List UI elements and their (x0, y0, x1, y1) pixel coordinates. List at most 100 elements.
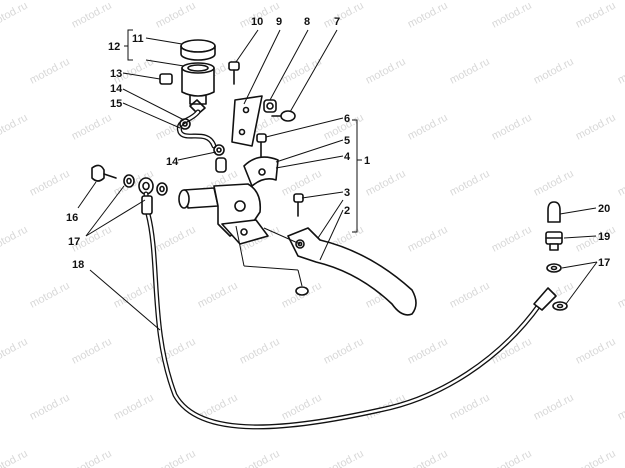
callout-20: 20 (598, 203, 610, 215)
watermark-text: motod.ru (490, 112, 534, 143)
watermark-text: motod.ru (154, 224, 198, 255)
watermark-text: motod.ru (532, 56, 576, 87)
watermark-text: motod.ru (574, 336, 618, 367)
callout-14-lower: 14 (166, 156, 179, 168)
watermark-text: motod.ru (238, 448, 282, 468)
watermark-text: motod.ru (70, 448, 114, 468)
callout-14-upper: 14 (110, 83, 123, 95)
watermark-text: motod.ru (448, 168, 492, 199)
watermark-text: motod.ru (532, 168, 576, 199)
group-bracket-12 (124, 29, 133, 61)
watermark-text: motod.ru (154, 0, 198, 31)
watermark-text: motod.ru (448, 280, 492, 311)
callout-6: 6 (344, 113, 350, 125)
watermark-text: motod.ru (28, 280, 72, 311)
watermark-text: motod.ru (154, 448, 198, 468)
watermark-text: motod.ru (574, 224, 618, 255)
watermark-text: motod.ru (28, 392, 72, 423)
hose-clamp-lower (213, 144, 225, 156)
watermark-text: motod.ru (0, 336, 30, 367)
leader-lines (77, 29, 598, 331)
watermark-text: motod.ru (406, 224, 450, 255)
master-cylinder-body (178, 183, 269, 245)
handlebar-clamp (243, 156, 279, 187)
watermark-text: motod.ru (406, 112, 450, 143)
callout-2: 2 (344, 205, 350, 217)
watermark-text: motod.ru (406, 0, 450, 31)
watermark-text: motod.ru (448, 56, 492, 87)
watermark-text: motod.ru (112, 392, 156, 423)
watermark-text: motod.ru (0, 448, 30, 468)
callout-10: 10 (251, 16, 263, 28)
watermark-text: motod.ru (322, 336, 366, 367)
bleeder-valve (545, 231, 563, 251)
callout-18: 18 (72, 259, 84, 271)
reservoir-hose (176, 109, 217, 149)
watermark-text: motod.ru (406, 448, 450, 468)
watermark-text: motod.ru (28, 56, 72, 87)
hose-clamp-upper (179, 118, 191, 130)
callout-3: 3 (344, 187, 350, 199)
hose-outlet-stub (215, 157, 227, 173)
watermark-text: motod.ru (574, 0, 618, 31)
callout-9: 9 (276, 16, 282, 28)
bleeder-cap (547, 201, 561, 223)
watermark-text: motod.ru (490, 224, 534, 255)
watermark-text: motod.ru (0, 224, 30, 255)
watermark-text: motod.ru (490, 0, 534, 31)
watermark-text: motod.ru (322, 0, 366, 31)
group-bracket-1 (352, 119, 362, 233)
banjo-bolt (91, 164, 117, 182)
callout-4: 4 (344, 151, 351, 163)
watermark-text: motod.ru (364, 168, 408, 199)
callout-15: 15 (110, 98, 122, 110)
hose-end-washer (552, 301, 568, 311)
watermark-text: motod.ru (364, 56, 408, 87)
watermark-text: motod.ru (406, 336, 450, 367)
watermark-text: motod.ru (280, 56, 324, 87)
bleeder-washer (546, 263, 562, 273)
watermark-text: motod.ru (532, 392, 576, 423)
watermark-text: motod.ru (0, 112, 30, 143)
watermark-text: motod.ru (0, 0, 30, 31)
watermark-text: motod.ru (280, 392, 324, 423)
watermark-text: motod.ru (196, 280, 240, 311)
clamp-screw-3 (293, 193, 304, 217)
pivot-nut (295, 286, 309, 296)
watermark-text: motod.ru (616, 168, 625, 199)
watermark-text: motod.ru (616, 392, 625, 423)
watermark-text: motod.ru (28, 168, 72, 199)
reservoir-cap (180, 39, 216, 61)
callout-1: 1 (364, 155, 370, 167)
watermark-text: motod.ru (616, 56, 625, 87)
callout-17-right: 17 (598, 257, 610, 269)
watermark-text: motod.ru (238, 336, 282, 367)
callout-16: 16 (66, 212, 78, 224)
callout-8: 8 (304, 16, 310, 28)
callout-19: 19 (598, 231, 610, 243)
watermark-text: motod.ru (448, 392, 492, 423)
callout-13: 13 (110, 68, 122, 80)
callout-12: 12 (108, 41, 120, 53)
sealing-washer-2 (156, 182, 168, 196)
bracket-spacer (263, 99, 277, 113)
watermark-text: motod.ru (490, 448, 534, 468)
callout-5: 5 (344, 135, 350, 147)
watermark-text: motod.ru (322, 448, 366, 468)
bracket-screw (271, 110, 296, 122)
reservoir-screw (228, 61, 240, 85)
watermark-text: motod.ru (112, 280, 156, 311)
callout-labels: 11 12 13 14 15 14 10 9 8 7 6 5 4 1 3 2 1… (66, 16, 610, 271)
watermark-text: motod.ru (70, 0, 114, 31)
clamp-screw-6 (256, 133, 267, 159)
sealing-washer-1 (123, 174, 135, 188)
callout-17-left: 17 (68, 236, 80, 248)
watermark-text: motod.ru (616, 280, 625, 311)
callout-11: 11 (132, 33, 144, 45)
watermark-text: motod.ru (70, 112, 114, 143)
clutch-lever (287, 227, 417, 316)
callout-7: 7 (334, 16, 340, 28)
reservoir-bracket (231, 95, 263, 147)
watermark-text: motod.ru (574, 112, 618, 143)
